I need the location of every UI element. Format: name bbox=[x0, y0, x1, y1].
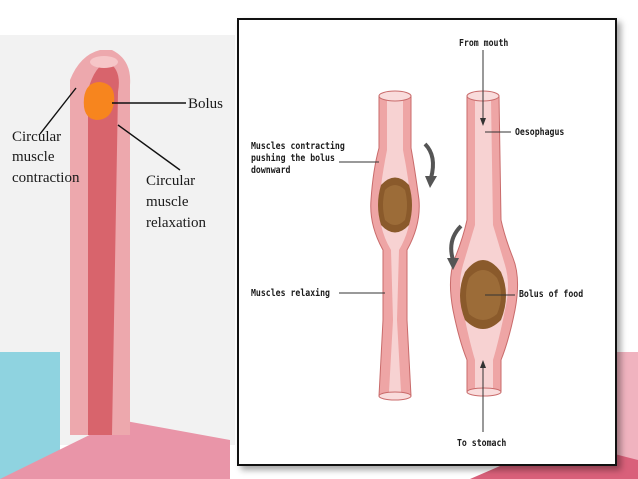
relaxation-label-line1: Circular bbox=[146, 173, 196, 189]
oesophagus-lumen bbox=[88, 62, 119, 435]
left-tube bbox=[370, 90, 420, 401]
contraction-leader-line bbox=[39, 87, 77, 135]
relaxation-label-line3: relaxation bbox=[146, 215, 206, 231]
contraction-label-line3: contraction bbox=[12, 170, 80, 186]
contraction-label-line1: Circular bbox=[12, 129, 62, 145]
pink-accent-left bbox=[0, 420, 230, 479]
muscles-contracting-label-line2: pushing the bolus bbox=[251, 153, 335, 164]
downward-arrow-1 bbox=[423, 142, 435, 179]
muscles-contracting-label-line3: downward bbox=[251, 165, 291, 176]
contraction-label-line2: muscle bbox=[12, 149, 55, 165]
teal-accent-left bbox=[0, 352, 60, 479]
oesophagus-label: Oesophagus bbox=[515, 127, 565, 138]
bolus-label: Bolus bbox=[188, 96, 224, 112]
from-mouth-label: From mouth bbox=[459, 38, 509, 49]
relaxation-label-line2: muscle bbox=[146, 194, 189, 210]
muscles-contracting-label-line1: Muscles contracting bbox=[251, 141, 345, 152]
relaxation-leader-line bbox=[117, 124, 181, 171]
oesophagus-top-opening bbox=[90, 56, 118, 68]
right-tube bbox=[449, 90, 519, 397]
to-stomach-label: To stomach bbox=[457, 438, 507, 449]
bolus-of-food-label: Bolus of food bbox=[519, 289, 584, 300]
downward-arrow-2 bbox=[449, 224, 463, 261]
muscles-relaxing-label: Muscles relaxing bbox=[251, 288, 330, 299]
bolus-shape bbox=[83, 82, 115, 120]
peristalsis-diagram-panel: From mouth Oesophagus Muscles contractin… bbox=[237, 18, 617, 466]
